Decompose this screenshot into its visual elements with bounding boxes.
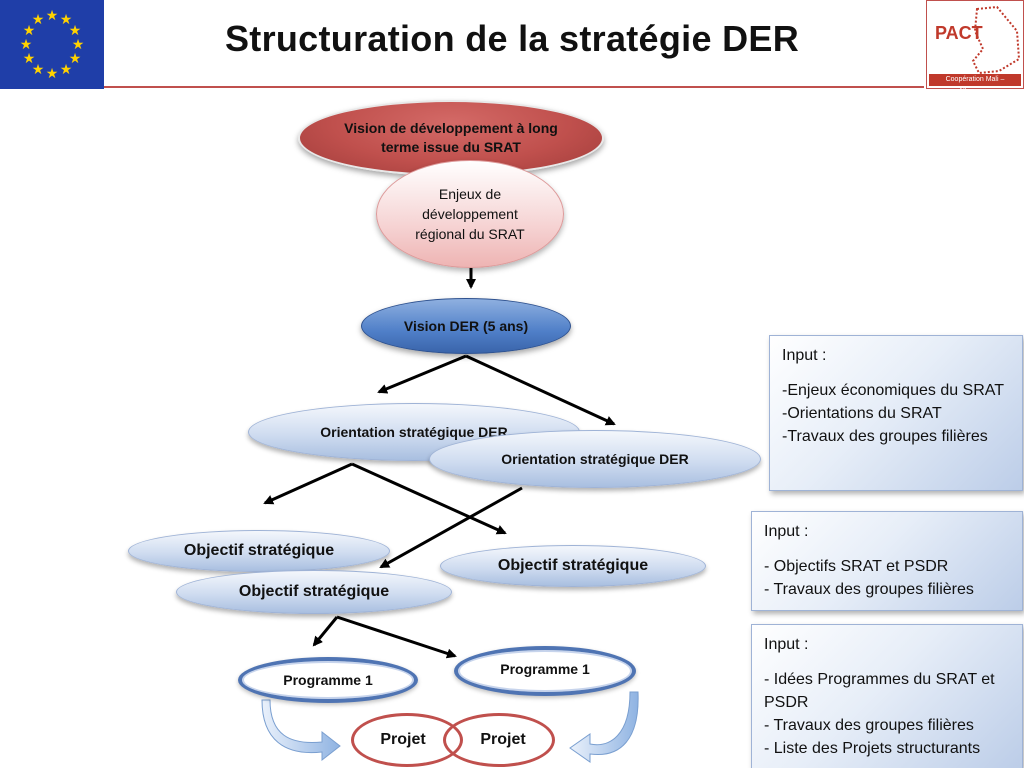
input-line: - Travaux des groupes filières [764,581,974,598]
svg-text:★: ★ [32,12,45,28]
curved-arrow-left [261,699,341,762]
node-programme-1: Programme 1 [238,657,418,703]
svg-text:★: ★ [46,66,59,82]
mali-map-icon [971,5,1021,75]
svg-text:★: ★ [69,51,82,67]
arrow-orientation-to-objectif-3 [379,486,523,569]
input-line: -Travaux des groupes filières [782,428,988,445]
input-title: Input : [764,636,809,653]
input-title: Input : [782,347,827,364]
node-objectif-1: Objectif stratégique [128,530,390,572]
input-title: Input : [764,523,809,540]
title-divider [104,86,924,88]
pact-name: PACT [935,23,983,43]
arrow-vision-to-orientation-2 [465,354,616,426]
input-line: - Travaux des groupes filières [764,717,974,734]
svg-text:★: ★ [69,23,82,39]
svg-text:★: ★ [23,23,36,39]
arrow-objectif-to-programme-1 [312,616,339,647]
svg-text:★: ★ [32,62,45,78]
input-line: -Enjeux économiques du SRAT [782,382,1005,399]
svg-text:★: ★ [46,8,59,24]
svg-text:★: ★ [72,37,85,53]
arrow-orientation-to-objectif-2 [351,462,507,535]
eu-flag-logo: ★ ★ ★ ★ ★ ★ ★ ★ ★ ★ ★ ★ [0,0,104,89]
input-line: - Liste des Projets structurants [764,740,981,757]
input-line: -Orientations du SRAT [782,405,942,422]
node-orientation-2: Orientation stratégique DER [429,430,761,488]
input-line: - Idées Programmes du SRAT et PSDR [764,671,995,711]
node-vision-der: Vision DER (5 ans) [361,298,571,354]
input-box-objectifs: Input : - Objectifs SRAT et PSDR - Trava… [751,511,1023,611]
eu-stars-icon: ★ ★ ★ ★ ★ ★ ★ ★ ★ ★ ★ ★ [20,8,85,82]
arrow-vision-to-orientation-1 [377,354,467,394]
svg-text:★: ★ [60,62,73,78]
flow-arrows [263,268,616,659]
svg-text:★: ★ [20,37,33,53]
input-line: - Objectifs SRAT et PSDR [764,558,949,575]
svg-text:★: ★ [60,12,73,28]
node-programme-2: Programme 1 [454,646,636,696]
arrow-orientation-to-objectif-1 [263,462,353,505]
arrow-objectif-to-programme-2 [336,615,457,659]
page-title: Structuration de la stratégie DER [224,18,800,59]
svg-text:★: ★ [23,51,36,67]
pact-tagline: Coopération Mali – Allemagne [929,74,1021,95]
curved-arrow-right [569,691,639,763]
node-objectif-3: Objectif stratégique [176,570,452,614]
node-objectif-2: Objectif stratégique [440,545,706,587]
input-box-orientations: Input : -Enjeux économiques du SRAT -Ori… [769,335,1023,491]
pact-logo: PACT Coopération Mali – Allemagne [926,0,1024,95]
node-enjeux: Enjeux de développement régional du SRAT [376,160,564,268]
input-box-programmes: Input : - Idées Programmes du SRAT et PS… [751,624,1023,768]
node-projet-2: Projet [443,713,555,767]
